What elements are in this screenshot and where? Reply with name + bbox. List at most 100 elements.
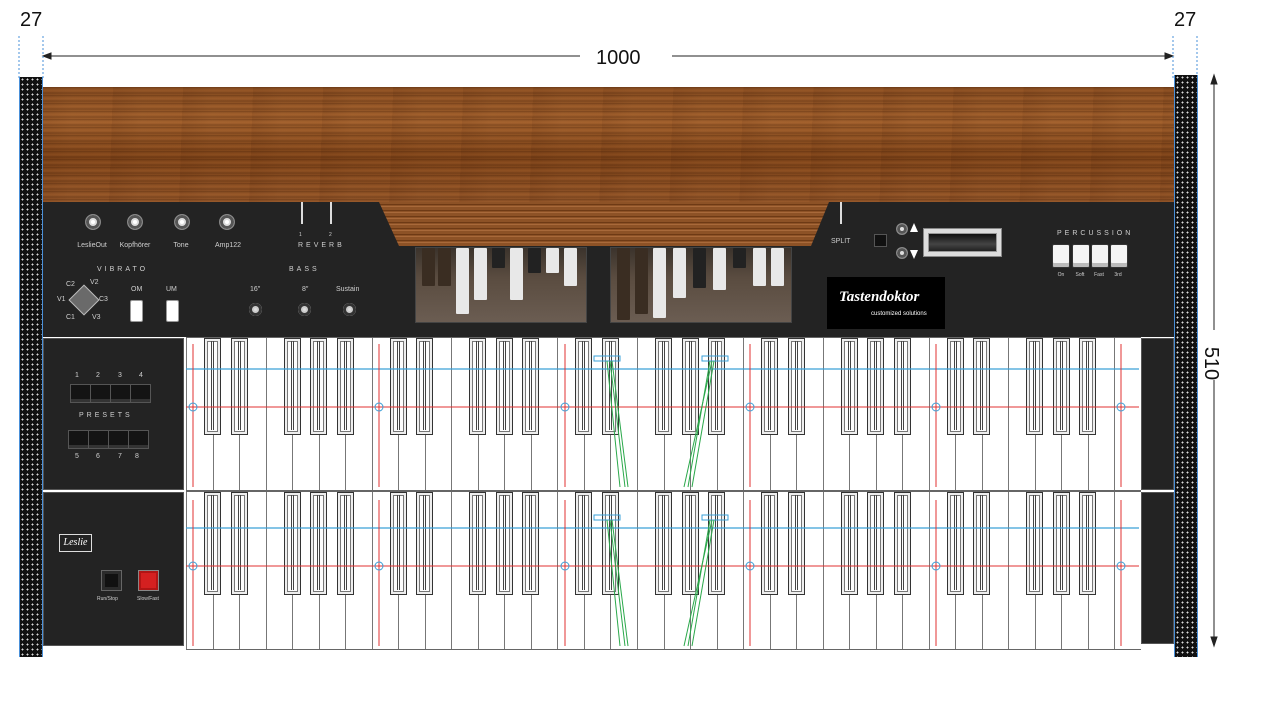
percussion-fast-switch[interactable]: [1091, 244, 1109, 268]
black-key[interactable]: [946, 338, 964, 435]
preset-button-5[interactable]: [68, 430, 89, 449]
drawbar[interactable]: [510, 248, 523, 300]
black-key[interactable]: [867, 492, 885, 595]
up-button[interactable]: [896, 223, 908, 235]
black-key[interactable]: [575, 338, 593, 435]
black-key[interactable]: [522, 338, 540, 435]
black-key[interactable]: [495, 492, 513, 595]
black-key[interactable]: [681, 338, 699, 435]
white-key[interactable]: [743, 338, 770, 490]
black-key[interactable]: [469, 492, 487, 595]
white-key[interactable]: [928, 338, 956, 490]
black-key[interactable]: [1026, 338, 1044, 435]
drawbar[interactable]: [673, 248, 686, 298]
black-key[interactable]: [230, 492, 248, 595]
preset-button-4[interactable]: [130, 384, 151, 403]
white-key[interactable]: [1114, 338, 1141, 490]
white-key[interactable]: [1008, 338, 1035, 490]
amp122-jack[interactable]: [219, 214, 235, 230]
lower-drawbars[interactable]: [610, 247, 792, 323]
split-slider[interactable]: [840, 202, 842, 224]
reverb-slider-1[interactable]: [301, 202, 303, 224]
white-key[interactable]: [557, 492, 584, 649]
tone-jack[interactable]: [174, 214, 190, 230]
white-key[interactable]: [636, 492, 664, 649]
drawbar[interactable]: [733, 248, 746, 268]
black-key[interactable]: [336, 338, 354, 435]
white-key[interactable]: [371, 338, 399, 490]
drawbar[interactable]: [693, 248, 706, 288]
preset-button-8[interactable]: [128, 430, 149, 449]
black-key[interactable]: [204, 492, 222, 595]
small-button[interactable]: [874, 234, 887, 247]
drawbar[interactable]: [528, 248, 541, 273]
leslie-out-jack[interactable]: [85, 214, 101, 230]
black-key[interactable]: [389, 338, 407, 435]
black-key[interactable]: [283, 492, 301, 595]
white-key[interactable]: [928, 492, 956, 649]
black-key[interactable]: [787, 338, 805, 435]
percussion-on-switch[interactable]: [1052, 244, 1070, 268]
white-key[interactable]: [451, 492, 478, 649]
run-stop-button[interactable]: [101, 570, 122, 591]
bass-16-knob[interactable]: [249, 303, 262, 316]
black-key[interactable]: [575, 492, 593, 595]
black-key[interactable]: [840, 492, 858, 595]
black-key[interactable]: [204, 338, 222, 435]
white-key[interactable]: [1114, 492, 1141, 649]
preset-button-7[interactable]: [108, 430, 129, 449]
black-key[interactable]: [1052, 492, 1070, 595]
black-key[interactable]: [336, 492, 354, 595]
preset-button-2[interactable]: [90, 384, 111, 403]
preset-button-3[interactable]: [110, 384, 131, 403]
black-key[interactable]: [601, 338, 619, 435]
black-key[interactable]: [681, 492, 699, 595]
drawbar[interactable]: [617, 248, 630, 320]
black-key[interactable]: [893, 492, 911, 595]
black-key[interactable]: [761, 338, 779, 435]
black-key[interactable]: [522, 492, 540, 595]
upper-drawbars[interactable]: [415, 247, 587, 323]
drawbar[interactable]: [474, 248, 487, 300]
down-button[interactable]: [896, 247, 908, 259]
white-key[interactable]: [822, 492, 850, 649]
white-key[interactable]: [186, 338, 213, 490]
black-key[interactable]: [973, 338, 991, 435]
drawbar[interactable]: [713, 248, 726, 290]
bass-sustain-knob[interactable]: [343, 303, 356, 316]
black-key[interactable]: [787, 492, 805, 595]
white-key[interactable]: [186, 492, 213, 649]
black-key[interactable]: [1052, 338, 1070, 435]
black-key[interactable]: [893, 338, 911, 435]
black-key[interactable]: [389, 492, 407, 595]
lower-manual[interactable]: [186, 491, 1141, 650]
preset-button-1[interactable]: [70, 384, 91, 403]
white-key[interactable]: [451, 338, 478, 490]
black-key[interactable]: [310, 492, 328, 595]
white-key[interactable]: [743, 492, 770, 649]
black-key[interactable]: [310, 338, 328, 435]
drawbar[interactable]: [546, 248, 559, 273]
reverb-slider-2[interactable]: [330, 202, 332, 224]
drawbar[interactable]: [492, 248, 505, 268]
up-arrow-icon[interactable]: [910, 223, 918, 232]
black-key[interactable]: [283, 338, 301, 435]
drawbar[interactable]: [771, 248, 784, 286]
vibrato-om-switch[interactable]: [130, 300, 143, 322]
drawbar[interactable]: [564, 248, 577, 286]
black-key[interactable]: [469, 338, 487, 435]
bass-8-knob[interactable]: [298, 303, 311, 316]
black-key[interactable]: [946, 492, 964, 595]
black-key[interactable]: [867, 338, 885, 435]
white-key[interactable]: [371, 492, 399, 649]
black-key[interactable]: [708, 338, 726, 435]
drawbar[interactable]: [753, 248, 766, 286]
drawbar[interactable]: [422, 248, 435, 286]
drawbar[interactable]: [635, 248, 648, 314]
drawbar[interactable]: [438, 248, 451, 286]
white-key[interactable]: [822, 338, 850, 490]
black-key[interactable]: [1026, 492, 1044, 595]
white-key[interactable]: [265, 338, 293, 490]
black-key[interactable]: [230, 338, 248, 435]
black-key[interactable]: [973, 492, 991, 595]
